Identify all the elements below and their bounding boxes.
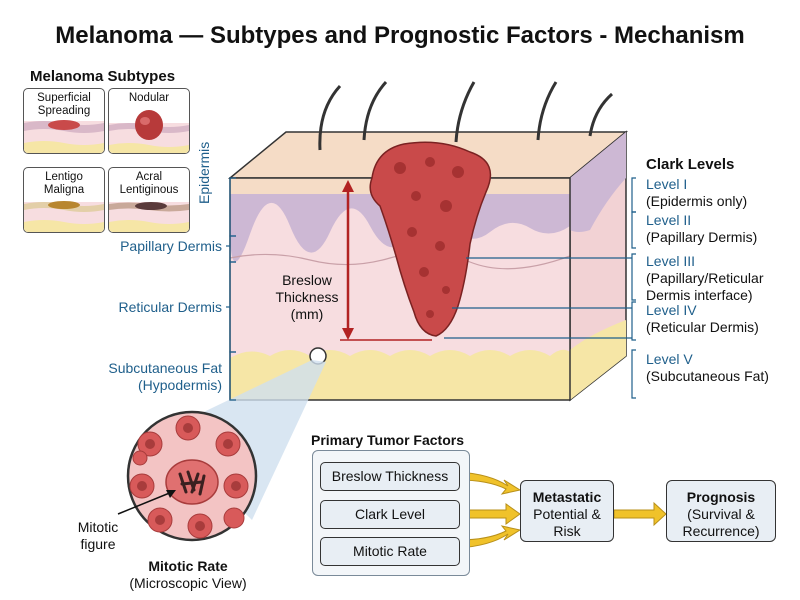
acral-lentiginous-illustration — [109, 202, 189, 232]
subtype-card-lentigo: Lentigo Maligna — [23, 167, 105, 233]
layer-label-hypodermis: (Hypodermis) — [137, 377, 222, 393]
subtype-label: Lentigo Maligna — [43, 171, 85, 196]
superficial-spreading-illustration — [24, 120, 104, 153]
chromosomes — [178, 470, 206, 496]
metastatic-risk-box: Metastatic Potential & Risk — [520, 480, 614, 542]
subtype-card-acral: Acral Lentiginous — [108, 167, 190, 233]
layer-label-papillary: Papillary Dermis — [120, 238, 222, 254]
factor-clark-level: Clark Level — [320, 500, 460, 529]
factor-breslow-thickness: Breslow Thickness — [320, 462, 460, 491]
factors-heading: Primary Tumor Factors — [311, 432, 465, 448]
clark-heading: Clark Levels — [646, 156, 735, 173]
layer-label-subcutaneous: Subcutaneous Fat — [108, 360, 222, 376]
nodular-illustration — [109, 110, 189, 153]
hair — [454, 81, 476, 143]
layer-brackets — [226, 177, 236, 401]
page-title: Melanoma — Subtypes and Prognostic Facto… — [55, 22, 745, 49]
mitotic-rate-label: Mitotic Rate (Microscopic View) — [129, 558, 247, 591]
subtype-label: Nodular — [128, 92, 170, 104]
tumor-texture — [394, 157, 464, 318]
hair — [318, 84, 342, 151]
layer-label-epidermis: Epidermis — [196, 141, 212, 204]
hair — [588, 92, 614, 137]
subtype-label: Acral Lentiginous — [119, 171, 179, 196]
subtype-card-superficial: Superficial Spreading — [23, 88, 105, 154]
clark-level-4: Level IV (Reticular Dermis) — [646, 302, 759, 335]
prognosis-box: Prognosis (Survival & Recurrence) — [666, 480, 776, 542]
layer-label-reticular: Reticular Dermis — [118, 299, 222, 315]
hair — [536, 81, 558, 141]
subtype-label: Superficial Spreading — [37, 92, 91, 117]
breslow-label: Breslow Thickness (mm) — [275, 272, 339, 322]
subtypes-heading: Melanoma Subtypes — [30, 68, 176, 85]
factor-mitotic-rate: Mitotic Rate — [320, 537, 460, 566]
clark-level-2: Level II (Papillary Dermis) — [646, 212, 758, 245]
subtype-card-nodular: Nodular — [108, 88, 190, 154]
clark-level-1: Level I (Epidermis only) — [646, 176, 748, 209]
clark-level-5: Level V (Subcutaneous Fat) — [646, 351, 769, 384]
clark-level-3: Level III (Papillary/Reticular Dermis in… — [646, 253, 764, 303]
hair — [362, 80, 388, 141]
clark-brackets — [444, 177, 636, 399]
melanoma-tumor — [369, 141, 492, 337]
lentigo-maligna-illustration — [24, 201, 104, 232]
mitotic-figure-label: Mitotic figure — [77, 519, 119, 552]
